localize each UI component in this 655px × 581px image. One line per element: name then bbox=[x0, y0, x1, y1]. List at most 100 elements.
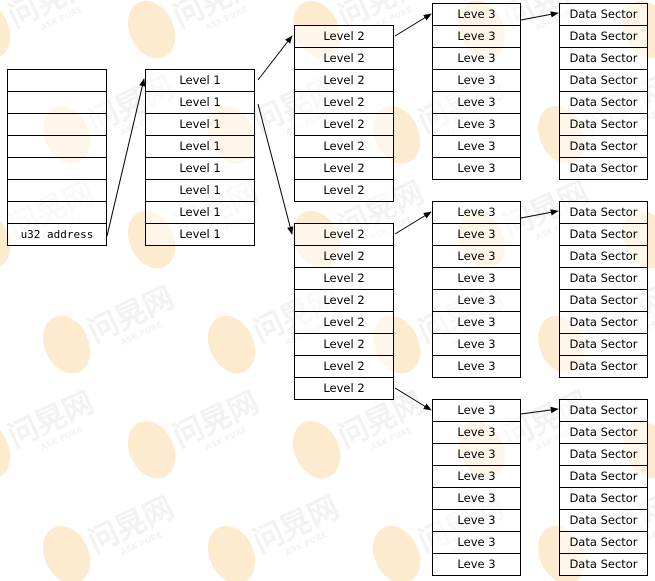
arrow-level2-2-to-level3-3 bbox=[394, 387, 432, 411]
address-cell-4 bbox=[7, 136, 107, 158]
level1-cell-1: Level 1 bbox=[145, 69, 255, 92]
data-sector-3-cell-4: Data Sector bbox=[559, 466, 648, 488]
data-sector-2-cell-1: Data Sector bbox=[559, 201, 648, 224]
data-sector-1-cell-7: Data Sector bbox=[559, 136, 648, 158]
arrow-level3-1-to-data-1 bbox=[520, 11, 559, 21]
data-sector-3-cell-7: Data Sector bbox=[559, 532, 648, 554]
level2-1-cell-6: Level 2 bbox=[294, 136, 394, 158]
level3-3-cell-3: Leve 3 bbox=[432, 444, 521, 466]
address-cell-6 bbox=[7, 180, 107, 202]
level3-1-cell-4: Leve 3 bbox=[432, 70, 521, 92]
level3-1-cell-2: Leve 3 bbox=[432, 26, 521, 48]
level3-1-cell-3: Leve 3 bbox=[432, 48, 521, 70]
level3-2-cell-2: Leve 3 bbox=[432, 224, 521, 246]
level2-2-cell-2: Level 2 bbox=[294, 246, 394, 268]
level1-cell-7: Level 1 bbox=[145, 202, 255, 224]
level2-2-cell-1: Level 2 bbox=[294, 223, 394, 246]
level2-2-cell-3: Level 2 bbox=[294, 268, 394, 290]
level3-3-cell-4: Leve 3 bbox=[432, 466, 521, 488]
level2-1-cell-2: Level 2 bbox=[294, 48, 394, 70]
level3-2-cell-1: Leve 3 bbox=[432, 201, 521, 224]
address-cell-7 bbox=[7, 202, 107, 224]
data-sector-3-cell-3: Data Sector bbox=[559, 444, 648, 466]
level3-3-cell-8: Leve 3 bbox=[432, 554, 521, 576]
level3-2-cell-3: Leve 3 bbox=[432, 246, 521, 268]
arrow-address-to-level1 bbox=[106, 78, 146, 237]
level3-2-cell-7: Leve 3 bbox=[432, 334, 521, 356]
data-sector-1-cell-1: Data Sector bbox=[559, 3, 648, 26]
level2-2-cell-5: Level 2 bbox=[294, 312, 394, 334]
arrow-level3-2-to-data-2 bbox=[520, 209, 559, 219]
data-sector-2-cell-6: Data Sector bbox=[559, 312, 648, 334]
data-sector-2-cell-3: Data Sector bbox=[559, 246, 648, 268]
data-sector-3-cell-5: Data Sector bbox=[559, 488, 648, 510]
arrow-level2-1-to-level3-1 bbox=[394, 13, 432, 37]
level1-cell-6: Level 1 bbox=[145, 180, 255, 202]
level3-3-cell-1: Leve 3 bbox=[432, 399, 521, 422]
data-sector-2-cell-7: Data Sector bbox=[559, 334, 648, 356]
data-sector-3-cell-8: Data Sector bbox=[559, 554, 648, 576]
level2-1-cell-5: Level 2 bbox=[294, 114, 394, 136]
level2-1-cell-3: Level 2 bbox=[294, 70, 394, 92]
level3-2-cell-5: Leve 3 bbox=[432, 290, 521, 312]
data-sector-1-cell-3: Data Sector bbox=[559, 48, 648, 70]
data-sector-3-cell-6: Data Sector bbox=[559, 510, 648, 532]
level1-cell-3: Level 1 bbox=[145, 114, 255, 136]
arrow-level3-3-to-data-3 bbox=[520, 406, 559, 415]
address-cell-8: u32 address bbox=[7, 224, 107, 246]
level3-3-cell-5: Leve 3 bbox=[432, 488, 521, 510]
arrow-level1-to-level2-1 bbox=[257, 35, 293, 81]
level1-cell-4: Level 1 bbox=[145, 136, 255, 158]
level3-3-cell-6: Leve 3 bbox=[432, 510, 521, 532]
data-sector-2-cell-8: Data Sector bbox=[559, 356, 648, 378]
level2-2-cell-4: Level 2 bbox=[294, 290, 394, 312]
level3-1-cell-7: Leve 3 bbox=[432, 136, 521, 158]
level2-2-cell-7: Level 2 bbox=[294, 356, 394, 378]
address-cell-3 bbox=[7, 114, 107, 136]
data-sector-2-cell-2: Data Sector bbox=[559, 224, 648, 246]
data-sector-2-cell-5: Data Sector bbox=[559, 290, 648, 312]
level3-2-cell-4: Leve 3 bbox=[432, 268, 521, 290]
level1-cell-5: Level 1 bbox=[145, 158, 255, 180]
data-sector-1-cell-8: Data Sector bbox=[559, 158, 648, 180]
address-cell-5 bbox=[7, 158, 107, 180]
level3-1-cell-8: Leve 3 bbox=[432, 158, 521, 180]
level2-1-cell-1: Level 2 bbox=[294, 25, 394, 48]
address-table: u32 address bbox=[7, 69, 107, 246]
level3-1-cell-6: Leve 3 bbox=[432, 114, 521, 136]
arrow-level2-2-to-level3-2 bbox=[394, 211, 432, 235]
level2-1-cell-4: Level 2 bbox=[294, 92, 394, 114]
data-sector-1-cell-4: Data Sector bbox=[559, 70, 648, 92]
data-sector-3-cell-1: Data Sector bbox=[559, 399, 648, 422]
level2-2-cell-8: Level 2 bbox=[294, 378, 394, 400]
data-sector-1-cell-5: Data Sector bbox=[559, 92, 648, 114]
level3-2-cell-8: Leve 3 bbox=[432, 356, 521, 378]
data-sector-3-cell-2: Data Sector bbox=[559, 422, 648, 444]
level2-1-cell-8: Level 2 bbox=[294, 180, 394, 202]
data-sector-1-cell-2: Data Sector bbox=[559, 26, 648, 48]
data-sector-1-cell-6: Data Sector bbox=[559, 114, 648, 136]
arrow-level1-to-level2-2 bbox=[257, 103, 294, 235]
level3-3-cell-7: Leve 3 bbox=[432, 532, 521, 554]
level3-2-cell-6: Leve 3 bbox=[432, 312, 521, 334]
level3-1-cell-1: Leve 3 bbox=[432, 3, 521, 26]
data-sector-2-cell-4: Data Sector bbox=[559, 268, 648, 290]
level2-2-cell-6: Level 2 bbox=[294, 334, 394, 356]
level1-cell-8: Level 1 bbox=[145, 224, 255, 246]
level2-1-cell-7: Level 2 bbox=[294, 158, 394, 180]
level3-3-cell-2: Leve 3 bbox=[432, 422, 521, 444]
level3-1-cell-5: Leve 3 bbox=[432, 92, 521, 114]
level1-cell-2: Level 1 bbox=[145, 92, 255, 114]
address-cell-1 bbox=[7, 69, 107, 92]
address-cell-2 bbox=[7, 92, 107, 114]
